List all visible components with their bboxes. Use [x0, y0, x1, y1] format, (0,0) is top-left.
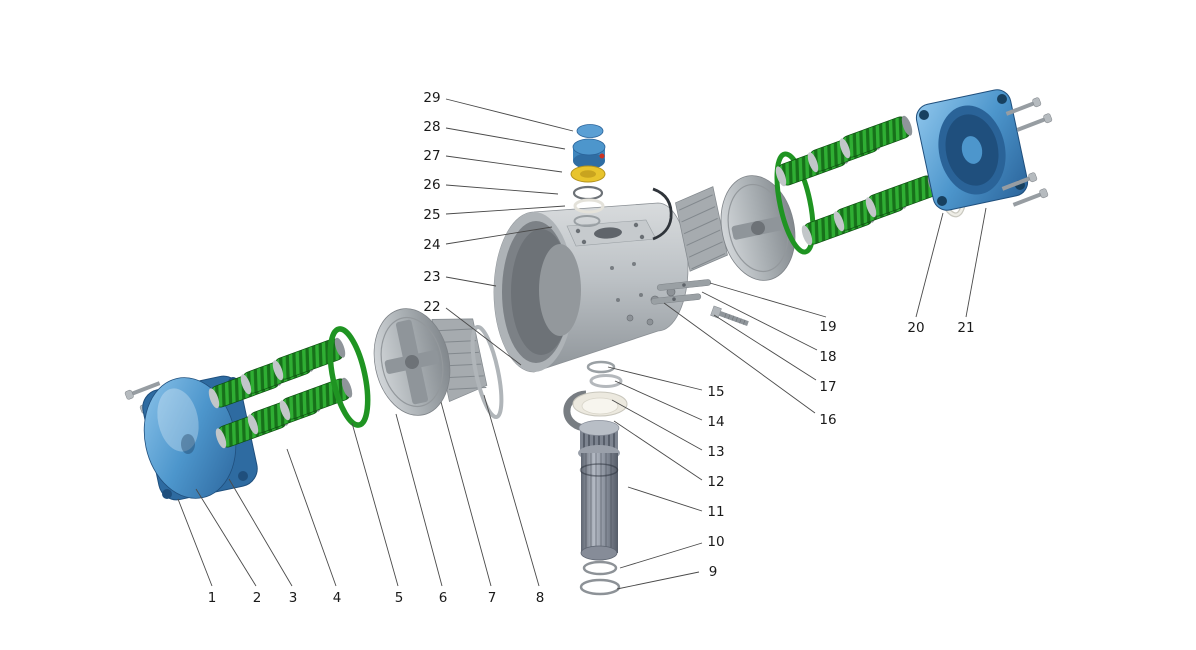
callout-label-2: 2	[253, 590, 262, 606]
callout-label-15: 15	[707, 384, 724, 400]
right-spring-cartridges	[772, 113, 942, 248]
leader-line-1	[177, 498, 213, 587]
thrust-bearing	[572, 391, 628, 417]
indicator-cam	[570, 165, 606, 183]
callout-label-3: 3	[289, 590, 298, 606]
callout-label-4: 4	[333, 590, 342, 606]
leader-line-29	[445, 98, 574, 132]
left-end-cap	[142, 375, 258, 501]
right-piston	[720, 175, 796, 281]
leader-line-3	[228, 478, 293, 587]
leader-line-18	[701, 291, 818, 351]
callout-label-27: 27	[423, 148, 440, 164]
callout-label-8: 8	[536, 590, 545, 606]
right-piston-rack	[675, 186, 728, 272]
callout-label-11: 11	[707, 504, 724, 520]
leader-line-16	[663, 302, 816, 414]
cam-snap-ring	[652, 187, 673, 241]
callout-label-13: 13	[707, 444, 724, 460]
leader-line-19	[709, 282, 827, 318]
callout-label-18: 18	[819, 349, 836, 365]
callout-label-22: 22	[423, 299, 440, 315]
position-indicator	[572, 138, 606, 169]
callout-label-1: 1	[208, 590, 217, 606]
callout-label-20: 20	[907, 320, 924, 336]
left-guide-band	[470, 324, 504, 420]
indicator-cap	[576, 124, 604, 138]
leader-line-6	[395, 413, 443, 587]
leader-line-15	[607, 366, 703, 391]
stop-bolt	[710, 305, 749, 326]
callout-label-16: 16	[819, 412, 836, 428]
callout-label-14: 14	[707, 414, 724, 430]
leader-line-11	[627, 486, 703, 512]
thrust-washer	[589, 374, 623, 388]
callout-label-6: 6	[439, 590, 448, 606]
top-washer	[573, 215, 601, 227]
callout-label-23: 23	[423, 269, 440, 285]
callout-label-21: 21	[957, 320, 974, 336]
actuator-body	[493, 202, 689, 373]
pinion-shaft	[578, 420, 620, 561]
right-piston-oring	[774, 151, 816, 255]
pinion-stack	[563, 360, 628, 596]
callout-label-25: 25	[423, 207, 440, 223]
leader-line-21	[965, 207, 987, 318]
callout-label-24: 24	[423, 237, 440, 253]
leader-line-22	[445, 307, 522, 366]
leader-line-12	[613, 420, 703, 481]
leader-line-9	[616, 571, 700, 590]
leader-line-28	[445, 127, 566, 150]
top-oring	[573, 198, 605, 214]
callout-label-28: 28	[423, 119, 440, 135]
callout-label-12: 12	[707, 474, 724, 490]
callout-label-19: 19	[819, 319, 836, 335]
shaft-oring-mid	[582, 560, 618, 576]
stop-pins	[650, 279, 749, 326]
leader-line-5	[351, 422, 399, 587]
left-piston-oring	[327, 326, 371, 428]
right-end-cap	[915, 89, 1029, 211]
leader-line-23	[445, 276, 497, 287]
leader-line-7	[440, 401, 492, 587]
leader-line-17	[713, 314, 817, 381]
leader-line-4	[286, 448, 337, 587]
callout-label-26: 26	[423, 177, 440, 193]
snap-ring-top	[572, 185, 604, 201]
leader-line-20	[915, 212, 944, 318]
shaft-oring-bottom	[579, 578, 621, 596]
leader-line-10	[619, 542, 703, 569]
leader-line-2	[195, 488, 257, 587]
shaft-oring-small	[586, 360, 616, 374]
callout-label-9: 9	[709, 564, 718, 580]
indicator-stack	[570, 124, 606, 227]
callout-label-29: 29	[423, 90, 440, 106]
callout-label-5: 5	[395, 590, 404, 606]
callout-label-10: 10	[707, 534, 724, 550]
leader-line-8	[483, 394, 540, 587]
leader-line-24	[445, 226, 553, 245]
left-piston	[373, 308, 451, 416]
callout-label-17: 17	[819, 379, 836, 395]
leader-line-25	[445, 205, 566, 215]
callout-label-7: 7	[488, 590, 497, 606]
leader-line-14	[614, 380, 703, 421]
leader-line-13	[611, 399, 703, 451]
leader-line-27	[445, 155, 563, 173]
leader-line-26	[445, 184, 559, 195]
